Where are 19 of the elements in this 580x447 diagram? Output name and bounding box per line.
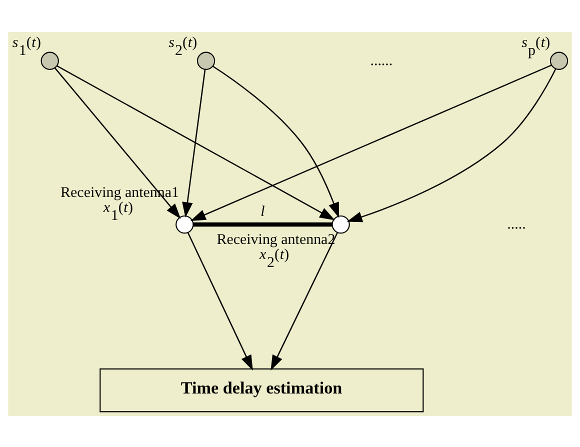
label: ......: [370, 52, 393, 68]
node-circle: [176, 214, 194, 234]
arrow: [270, 232, 338, 370]
arrow: [187, 232, 253, 370]
arrow: [54, 67, 181, 218]
arrow: [212, 65, 340, 218]
node-circle: [196, 51, 216, 70]
node-circle: [40, 51, 59, 70]
node-label: Receiving antenna2: [216, 232, 336, 248]
label: .....: [507, 216, 526, 232]
node-circle: [550, 51, 568, 70]
arrow: [182, 69, 206, 218]
arrow: [346, 68, 556, 222]
arrow: [190, 64, 552, 220]
connector: [193, 222, 332, 226]
edge-label: l: [260, 204, 265, 220]
node-circle: [332, 214, 350, 234]
arrow: [56, 64, 336, 220]
node-box: Time delay estimation: [100, 368, 424, 412]
